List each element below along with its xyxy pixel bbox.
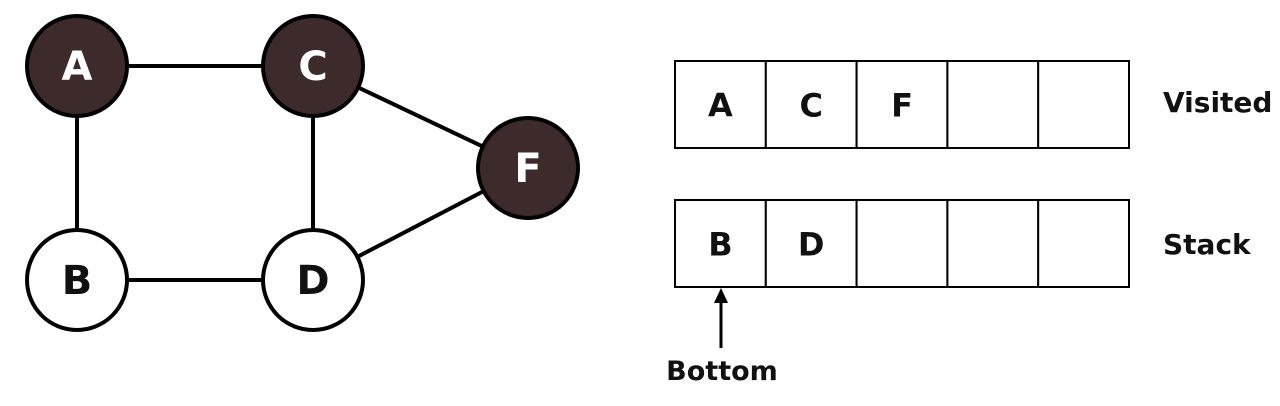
node-label-b: B — [62, 258, 93, 304]
node-label-c: C — [298, 44, 327, 90]
node-b: B — [25, 228, 129, 332]
node-label-d: D — [296, 258, 329, 304]
visited-label: Visited — [1163, 86, 1272, 119]
graph-nodes: A C F B D — [25, 14, 580, 332]
stack-array: B D Stack — [674, 199, 1252, 288]
node-f: F — [476, 116, 580, 220]
node-a: A — [25, 14, 129, 118]
node-circle-d — [261, 228, 365, 332]
node-circle-f — [476, 116, 580, 220]
node-label-a: A — [62, 44, 93, 90]
bottom-label: Bottom — [666, 356, 778, 387]
stack-cell-3 — [946, 199, 1040, 288]
stack-cell-label-0: B — [708, 226, 732, 264]
node-circle-b — [25, 228, 129, 332]
stack-cell-4 — [1037, 199, 1130, 288]
node-circle-c — [261, 14, 365, 118]
bottom-arrow-head — [714, 288, 728, 303]
node-c: C — [261, 14, 365, 118]
visited-cell-4 — [1037, 60, 1130, 149]
bottom-pointer: Bottom — [666, 288, 778, 387]
stack-cell-2 — [855, 199, 949, 288]
visited-cell-label-1: C — [799, 87, 822, 125]
visited-cell-2 — [855, 60, 949, 149]
stack-label: Stack — [1163, 228, 1252, 261]
node-d: D — [261, 228, 365, 332]
node-circle-a — [25, 14, 129, 118]
stack-cell-1 — [764, 199, 858, 288]
visited-cell-label-0: A — [708, 87, 733, 125]
visited-cell-label-2: F — [891, 87, 913, 125]
visited-cell-3 — [946, 60, 1040, 149]
node-label-f: F — [514, 146, 541, 192]
stack-cell-0 — [674, 199, 767, 288]
visited-array: A C F Visited — [674, 60, 1272, 149]
stack-cell-label-1: D — [798, 226, 825, 264]
